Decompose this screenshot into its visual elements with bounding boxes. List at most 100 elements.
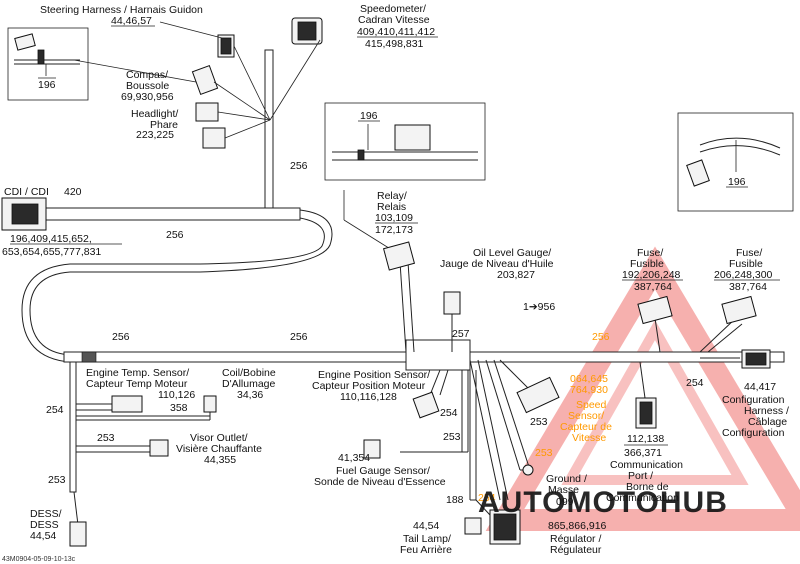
inset-box-relay xyxy=(324,102,486,181)
tail-label-2: Feu Arrière xyxy=(400,544,452,556)
wire-253-e: 253 xyxy=(535,447,553,459)
comm-label-1: Communication xyxy=(610,459,683,471)
oil-label-2: Jauge de Niveau d'Huile xyxy=(440,258,554,270)
speed-label-1: Speed xyxy=(576,399,607,411)
engine-temp-label-1: Engine Temp. Sensor/ xyxy=(86,367,189,379)
headlight-nums: 223,225 xyxy=(136,129,174,141)
headlight-connector-2 xyxy=(202,127,226,149)
comm-nums-2: 366,371 xyxy=(624,447,662,459)
speedometer-nums-1: 409,410,411,412 xyxy=(357,26,435,38)
cdi-label: CDI / CDI xyxy=(4,186,49,198)
wire-256-a: 256 xyxy=(290,160,308,172)
relay-nums-1: 103,109 xyxy=(375,212,413,224)
steering-harness-nums: 44,46,57 xyxy=(111,15,152,27)
engine-position-sensor xyxy=(412,391,440,419)
wire-188: 188 xyxy=(446,494,464,506)
wire-254-b: 254 xyxy=(440,407,458,419)
fuse-b-label-2: Fusible xyxy=(729,258,763,270)
ground-point xyxy=(522,464,534,476)
cdi-nums-2: 653,654,655,777,831 xyxy=(2,246,101,258)
fuse-a-nums-1: 192,206,248 xyxy=(622,269,681,281)
fuse-a xyxy=(637,295,673,325)
visor-nums: 44,355 xyxy=(204,454,236,466)
engine-temp-nums: 110,126 xyxy=(158,389,195,401)
leader-lines-steering xyxy=(73,21,321,139)
engine-pos-nums: 110,116,128 xyxy=(340,391,397,403)
ground-num: 099 xyxy=(556,496,574,508)
reg-label-2: Régulateur xyxy=(550,544,602,556)
engine-pos-label-2: Capteur Position Moteur xyxy=(312,380,426,392)
cdi-module xyxy=(1,197,47,231)
fuse-a-label-2: Fusible xyxy=(630,258,664,270)
speed-nums-1: 064,645 xyxy=(570,373,608,385)
inset-compas-connector xyxy=(14,33,80,76)
wire-256-c: 256 xyxy=(112,331,130,343)
inset-196-b: 196 xyxy=(360,110,378,122)
fuel-gauge-sensor xyxy=(363,439,381,459)
fuse-b xyxy=(721,295,757,325)
oil-label-1: Oil Level Gauge/ xyxy=(473,247,551,259)
inset-relay-connector xyxy=(332,124,478,161)
engine-pos-label-1: Engine Position Sensor/ xyxy=(318,369,430,381)
comm-label-3: Borne de xyxy=(626,481,669,493)
fuel-label-1: Fuel Gauge Sensor/ xyxy=(336,465,430,477)
config-label-2: Harness / xyxy=(744,405,789,417)
visor-outlet xyxy=(149,439,169,457)
steering-harness-label: Steering Harness / Harnais Guidon xyxy=(40,4,203,16)
cdi-num: 420 xyxy=(64,186,82,198)
coil-nums: 34,36 xyxy=(237,389,263,401)
headlight-connector-1 xyxy=(195,102,219,122)
tail-lamp-connector xyxy=(464,517,482,535)
relay-nums-2: 172,173 xyxy=(375,224,413,236)
headlight-label-1: Headlight/ xyxy=(131,108,178,120)
dess-connector xyxy=(69,521,87,547)
fuse-a-label-1: Fuse/ xyxy=(637,247,663,259)
ground-label-1: Ground / xyxy=(546,473,587,485)
wire-254-a: 254 xyxy=(46,404,64,416)
compas-label-2: Boussole xyxy=(126,80,169,92)
regulator xyxy=(489,509,521,545)
coil-label-2: D'Allumage xyxy=(222,378,276,390)
speed-label-4: Vitesse xyxy=(572,432,606,444)
tail-label-1: Tail Lamp/ xyxy=(403,533,451,545)
config-label-4: Configuration xyxy=(722,427,785,439)
speedometer-label-1: Speedometer/ xyxy=(360,3,426,15)
inset-box-config xyxy=(677,112,794,212)
config-label-1: Configuration xyxy=(722,394,785,406)
fuse-a-nums-2: 387,764 xyxy=(634,281,672,293)
engine-temp-sensor xyxy=(111,395,143,413)
compas-label-1: Compas/ xyxy=(126,69,168,81)
inset-box-compas xyxy=(7,27,89,101)
speedometer-connector xyxy=(291,17,323,45)
steering-harness-connector xyxy=(217,34,235,58)
wire-257: 257 xyxy=(452,328,470,340)
wire-256-d: 256 xyxy=(290,331,308,343)
headlight-label-2: Phare xyxy=(150,119,178,131)
relay-component xyxy=(382,241,416,271)
inset-config-connector xyxy=(686,137,781,187)
fuse-b-label-1: Fuse/ xyxy=(736,247,762,259)
wire-254-c: 254 xyxy=(686,377,704,389)
relay-label-1: Relay/ xyxy=(377,190,407,202)
wire-253-d: 253 xyxy=(530,416,548,428)
speed-label-2: Sensor/ xyxy=(568,410,604,422)
config-nums: 44,417 xyxy=(744,381,776,393)
comm-label-4: Communication xyxy=(606,492,679,504)
communication-port xyxy=(635,397,657,429)
wire-253-c: 253 xyxy=(443,431,461,443)
visor-label-2: Visière Chauffante xyxy=(176,443,262,455)
inset-196-c: 196 xyxy=(728,176,746,188)
tail-nums: 44,54 xyxy=(413,520,439,532)
wire-254-orange: 254 xyxy=(478,492,496,504)
dess-label-1: DESS/ xyxy=(30,508,62,520)
wire-256-b: 256 xyxy=(166,229,184,241)
comm-nums-1: 112,138 xyxy=(627,433,664,445)
wire-253-a: 253 xyxy=(97,432,115,444)
cdi-nums-1: 196,409,415,652, xyxy=(10,233,92,245)
speedometer-nums-2: 415,498,831 xyxy=(365,38,424,50)
speedometer-label-2: Cadran Vitesse xyxy=(358,14,430,26)
engine-temp-label-2: Capteur Temp Moteur xyxy=(86,378,188,390)
footer-code: 43M0904-05-09-10-13c xyxy=(2,556,76,563)
speed-sensor xyxy=(516,376,560,414)
